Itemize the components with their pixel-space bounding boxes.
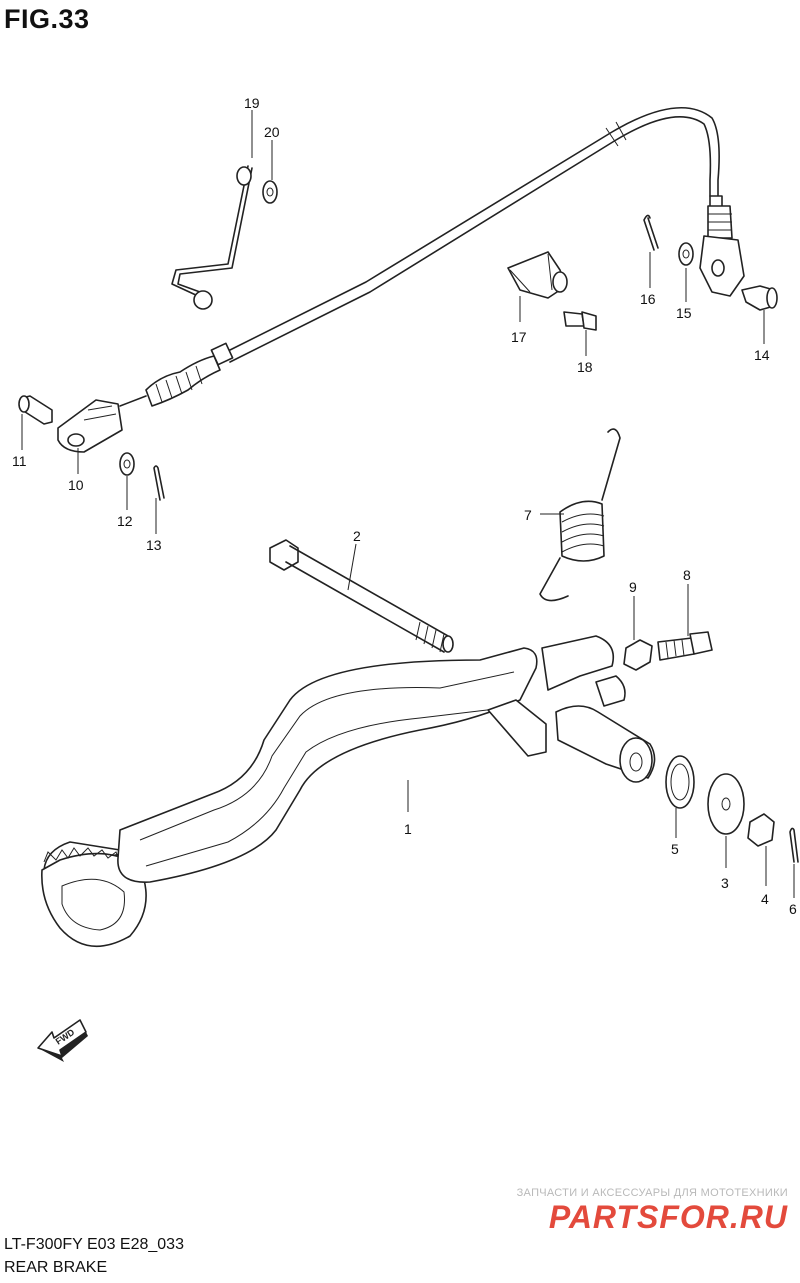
fwd-arrow: FWD [37,1019,88,1062]
callout-13: 13 [146,537,162,553]
washer-20 [262,180,278,204]
bolt-8 [657,631,713,661]
cable-guide-wire [171,165,253,310]
cable-bracket [507,251,568,299]
callout-18: 18 [577,359,593,375]
watermark-subtitle: ЗАПЧАСТИ И АКСЕССУАРЫ ДЛЯ МОТОТЕХНИКИ [516,1187,788,1199]
callout-15: 15 [676,305,692,321]
callout-5: 5 [671,841,679,857]
leader-lines [21,110,795,898]
cable-boot-front [145,342,234,407]
callout-4: 4 [761,891,769,907]
front-clevis [57,395,147,453]
return-spring [539,428,621,602]
washer-12 [119,452,135,476]
bolt-18 [563,311,597,331]
callout-8: 8 [683,567,691,583]
callout-19: 19 [244,95,260,111]
figure-title: FIG.33 [4,4,90,34]
nut-9 [623,639,653,671]
pedal-shaft-bolt [269,539,454,653]
cotter-pin-6 [789,827,799,863]
brake-pedal [41,635,656,948]
callout-16: 16 [640,291,656,307]
washer-15 [678,242,694,266]
callout-9: 9 [629,579,637,595]
callout-3: 3 [721,875,729,891]
callout-11: 11 [12,453,27,469]
section-title: REAR BRAKE [4,1259,108,1276]
callout-7: 7 [524,507,532,523]
rear-clevis [699,235,745,297]
callout-17: 17 [511,329,527,345]
cotter-pin-16 [643,214,659,251]
o-ring-5 [665,755,695,809]
clevis-pin-14 [741,285,778,311]
nut-4 [747,813,775,847]
watermark-logo: PARTSFOR.RU [548,1199,788,1235]
callout-20: 20 [264,124,280,140]
callout-10: 10 [68,477,84,493]
callout-14: 14 [754,347,770,363]
watermark: ЗАПЧАСТИ И АКСЕССУАРЫ ДЛЯ МОТОТЕХНИКИ PA… [488,1187,788,1235]
clevis-pin [18,395,53,425]
washer-3 [707,773,745,835]
callout-6: 6 [789,901,797,917]
model-code: LT-F300FY E03 E28_033 [4,1236,184,1253]
callout-12: 12 [117,513,133,529]
callout-1: 1 [404,821,412,837]
callout-2: 2 [353,528,361,544]
brake-cable [145,107,733,407]
cotter-pin-13 [153,465,165,501]
cable-boot-rear [707,205,733,239]
